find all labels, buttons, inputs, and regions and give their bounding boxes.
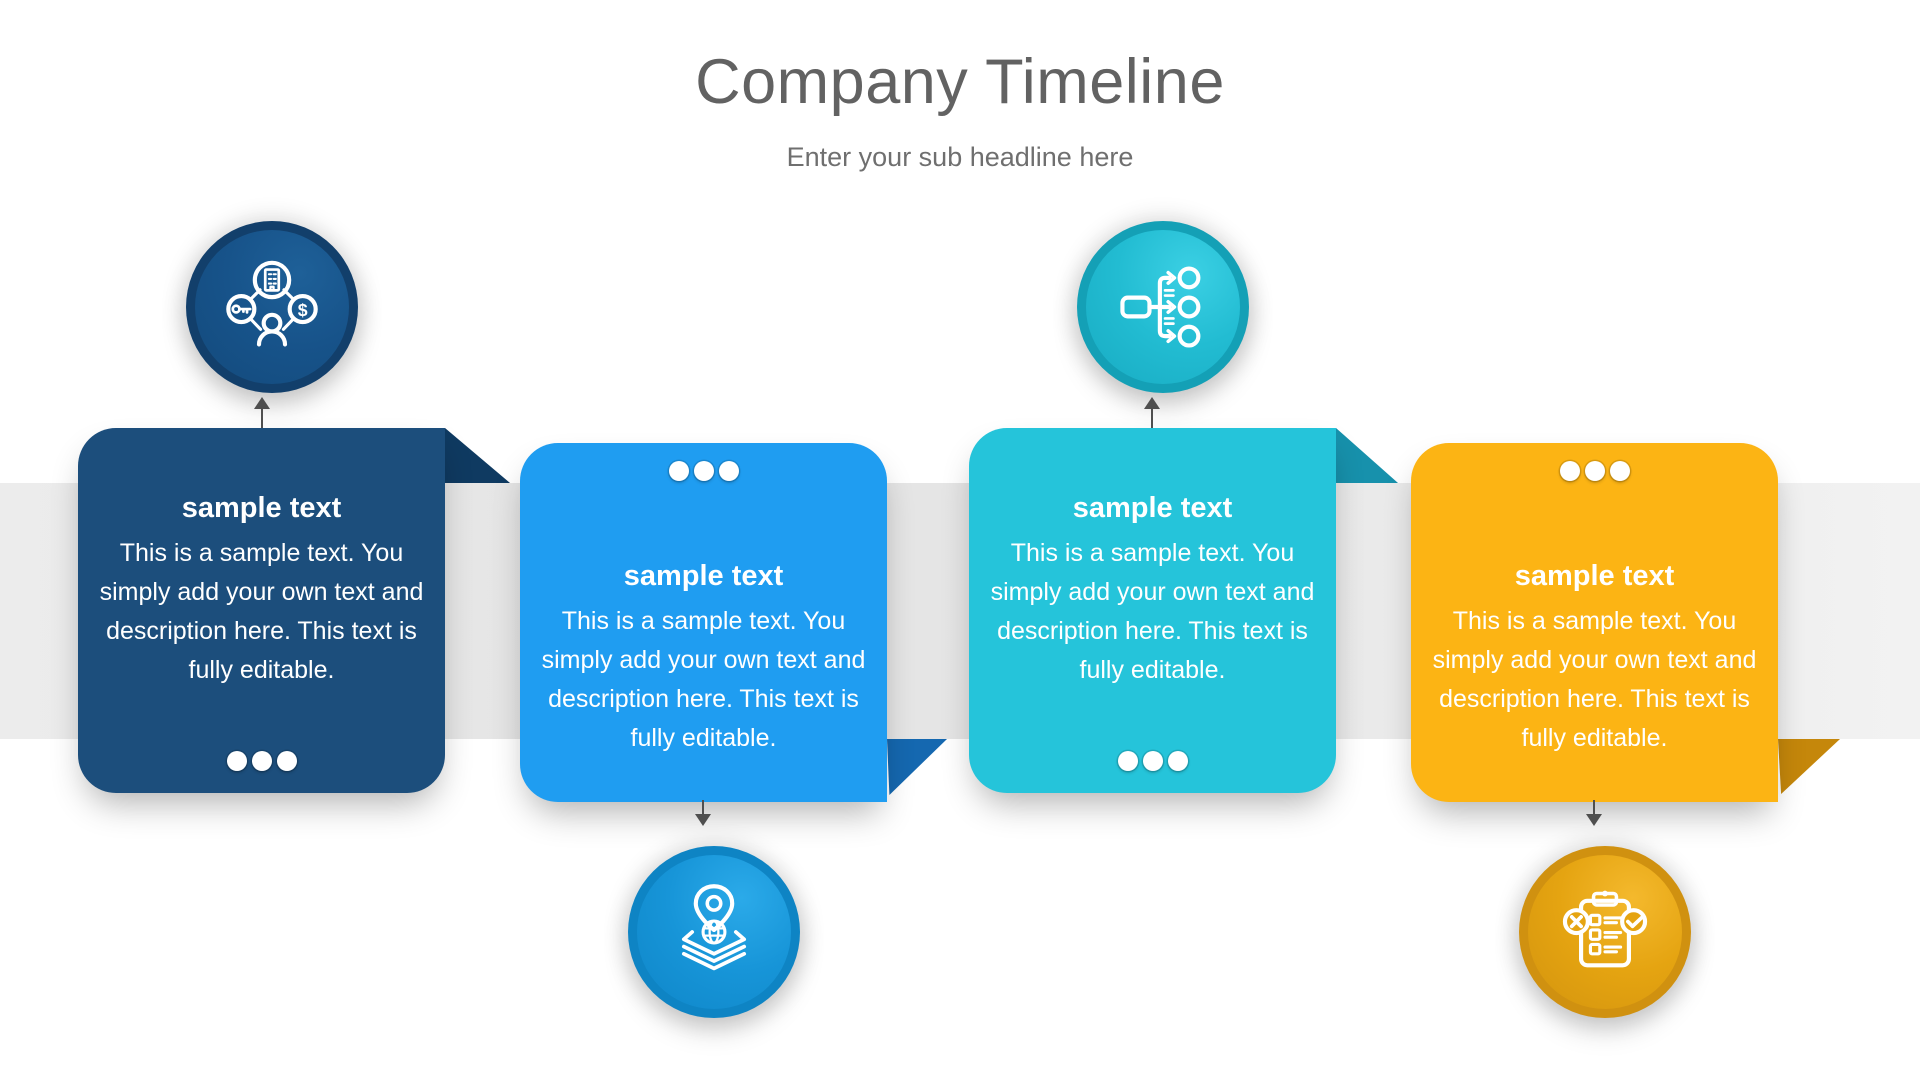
dot (226, 751, 247, 771)
card-dots (226, 751, 297, 771)
page-subtitle: Enter your sub headline here (786, 142, 1134, 172)
dot (1117, 751, 1138, 771)
dot (1559, 461, 1580, 481)
dot (668, 461, 689, 481)
dot (693, 461, 714, 481)
arrow-shaft (1592, 800, 1596, 814)
card-heading: sample text (1514, 560, 1675, 592)
card-body: This is a sample text. You simply add yo… (1432, 607, 1757, 752)
step1-icon-disk: $ (195, 230, 349, 384)
step4-icon-circle (1519, 846, 1691, 1018)
arrow-down-connector (695, 800, 711, 826)
step4-icon-disk (1528, 855, 1682, 1009)
step4-card: sample text This is a sample text. You s… (1411, 443, 1778, 802)
step1-card: sample text This is a sample text. You s… (78, 428, 445, 793)
arrow-head-icon (695, 814, 711, 826)
checklist-icon (1562, 890, 1648, 968)
location-layers-icon (681, 884, 747, 971)
folded-corner (1336, 428, 1398, 483)
dot (1167, 751, 1188, 771)
step3-icon-disk (1086, 230, 1240, 384)
step2-icon-disk (637, 855, 791, 1009)
arrow-shaft (260, 408, 264, 428)
dot (276, 751, 297, 771)
corporate-network-icon: $ (226, 260, 318, 347)
dot (718, 461, 739, 481)
card-body: This is a sample text. You simply add yo… (99, 539, 424, 684)
arrow-down-connector (1586, 800, 1602, 826)
workflow-icon (1120, 266, 1201, 348)
card-body: This is a sample text. You simply add yo… (541, 607, 866, 752)
card-heading: sample text (1072, 492, 1233, 524)
arrow-up-connector (1144, 397, 1160, 428)
svg-text:$: $ (298, 300, 308, 320)
arrow-head-icon (254, 397, 270, 409)
folded-corner (445, 428, 510, 483)
step3-icon-circle (1077, 221, 1249, 393)
arrow-head-icon (1144, 397, 1160, 409)
dot (1609, 461, 1630, 481)
arrow-up-connector (254, 397, 270, 428)
arrow-shaft (1150, 408, 1154, 428)
card-heading: sample text (181, 492, 342, 524)
step2-icon-circle (628, 846, 800, 1018)
card-body: This is a sample text. You simply add yo… (990, 539, 1315, 684)
card-dots (1559, 461, 1630, 481)
arrow-shaft (701, 800, 705, 814)
dot (1584, 461, 1605, 481)
dot (251, 751, 272, 771)
card-dots (668, 461, 739, 481)
step2-card: sample text This is a sample text. You s… (520, 443, 887, 802)
folded-corner (1778, 739, 1840, 794)
card-dots (1117, 751, 1188, 771)
step1-icon-circle: $ (186, 221, 358, 393)
folded-corner (887, 739, 947, 795)
page-title: Company Timeline (695, 47, 1225, 117)
step3-card: sample text This is a sample text. You s… (969, 428, 1336, 793)
arrow-head-icon (1586, 814, 1602, 826)
dot (1142, 751, 1163, 771)
card-heading: sample text (623, 560, 784, 592)
